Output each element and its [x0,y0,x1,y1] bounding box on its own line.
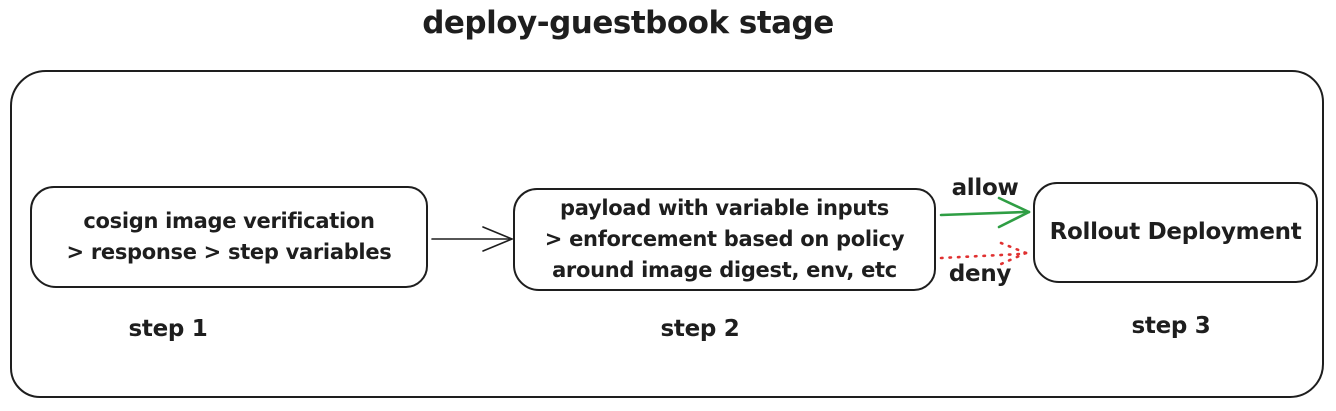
node-step-2-line: payload with variable inputs [560,196,889,220]
node-step-3-line: Rollout Deployment [1049,219,1302,245]
node-step-1-line: cosign image verification [83,209,375,233]
node-step-1: cosign image verification > response > s… [30,186,428,288]
stage-container-box [10,70,1324,398]
deny-edge-label: deny [948,261,1012,287]
allow-edge-label: allow [951,175,1019,201]
node-step-1-line: > response > step variables [66,240,392,264]
node-step-2-line: > enforcement based on policy [544,227,905,251]
diagram-title: deploy-guestbook stage [422,5,834,41]
step-3-label: step 3 [1131,313,1211,339]
node-step-2: payload with variable inputs > enforceme… [513,188,936,291]
step-1-label: step 1 [128,316,208,342]
step-2-label: step 2 [660,316,740,342]
node-step-2-line: around image digest, env, etc [552,258,897,282]
node-step-3: Rollout Deployment [1033,182,1318,283]
